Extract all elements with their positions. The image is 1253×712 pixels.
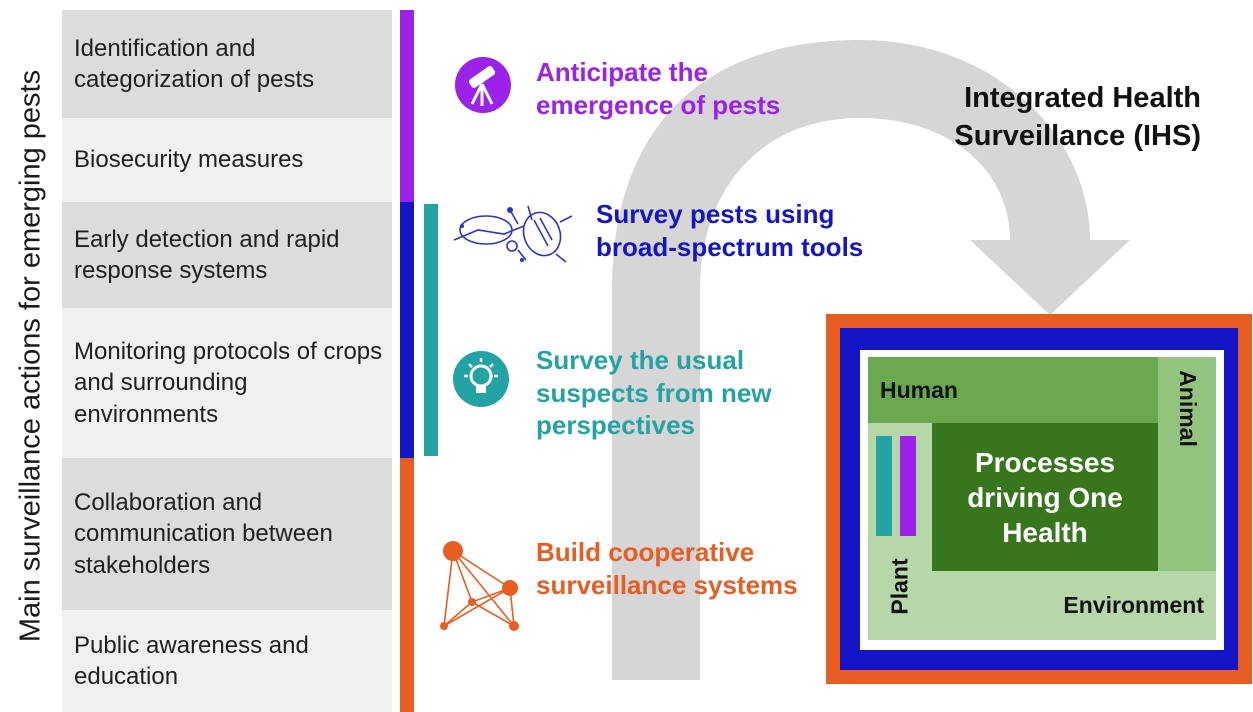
goal-cooperative: Build cooperative surveillance systems (536, 537, 798, 600)
action-label: Public awareness and education (74, 631, 309, 690)
action-row: Biosecurity measures (62, 118, 392, 202)
animal-label: Animal (1174, 370, 1201, 447)
human-label: Human (880, 376, 958, 403)
goal-broad-spectrum: Survey pests using broad-spectrum tools (596, 199, 864, 262)
ihs-title: Integrated Health Surveillance (IHS) (954, 82, 1201, 152)
orange-bar (400, 458, 414, 712)
telescope-icon (455, 57, 511, 113)
goal-usual-suspects: Survey the usual suspects from new persp… (536, 345, 772, 440)
actions-axis-label: Main surveillance actions for emerging p… (0, 0, 62, 712)
lightbulb-icon (453, 351, 509, 407)
blue-bar (400, 202, 414, 458)
purple-bar (400, 10, 414, 202)
core-cell: Processes driving One Health (932, 423, 1158, 571)
network-icon (440, 541, 519, 631)
environment-cell: Environment (932, 571, 1216, 640)
teal-bar (424, 204, 438, 456)
plant-label: Plant (886, 558, 913, 615)
insect-trap-icon (453, 205, 573, 263)
action-row: Public awareness and education (62, 610, 392, 712)
action-label: Monitoring protocols of crops and surrou… (74, 338, 383, 428)
action-label: Identification and categorization of pes… (74, 34, 315, 93)
action-row: Collaboration and communication between … (62, 458, 392, 610)
human-cell: Human (868, 357, 1158, 423)
action-label: Biosecurity measures (74, 146, 304, 174)
action-row: Early detection and rapid response syste… (62, 202, 392, 308)
animal-cell: Animal (1158, 357, 1216, 571)
plant-teal-marker (876, 436, 892, 536)
action-label: Collaboration and communication between … (74, 489, 333, 579)
axis-label-text: Main surveillance actions for emerging p… (14, 69, 47, 643)
action-row: Identification and categorization of pes… (62, 10, 392, 118)
core-label: Processes driving One Health (967, 446, 1123, 548)
action-label: Early detection and rapid response syste… (74, 225, 340, 284)
action-row: Monitoring protocols of crops and surrou… (62, 308, 392, 458)
environment-label: Environment (1063, 592, 1204, 618)
plant-purple-marker (900, 436, 916, 536)
goal-anticipate: Anticipate the emergence of pests (536, 57, 781, 120)
